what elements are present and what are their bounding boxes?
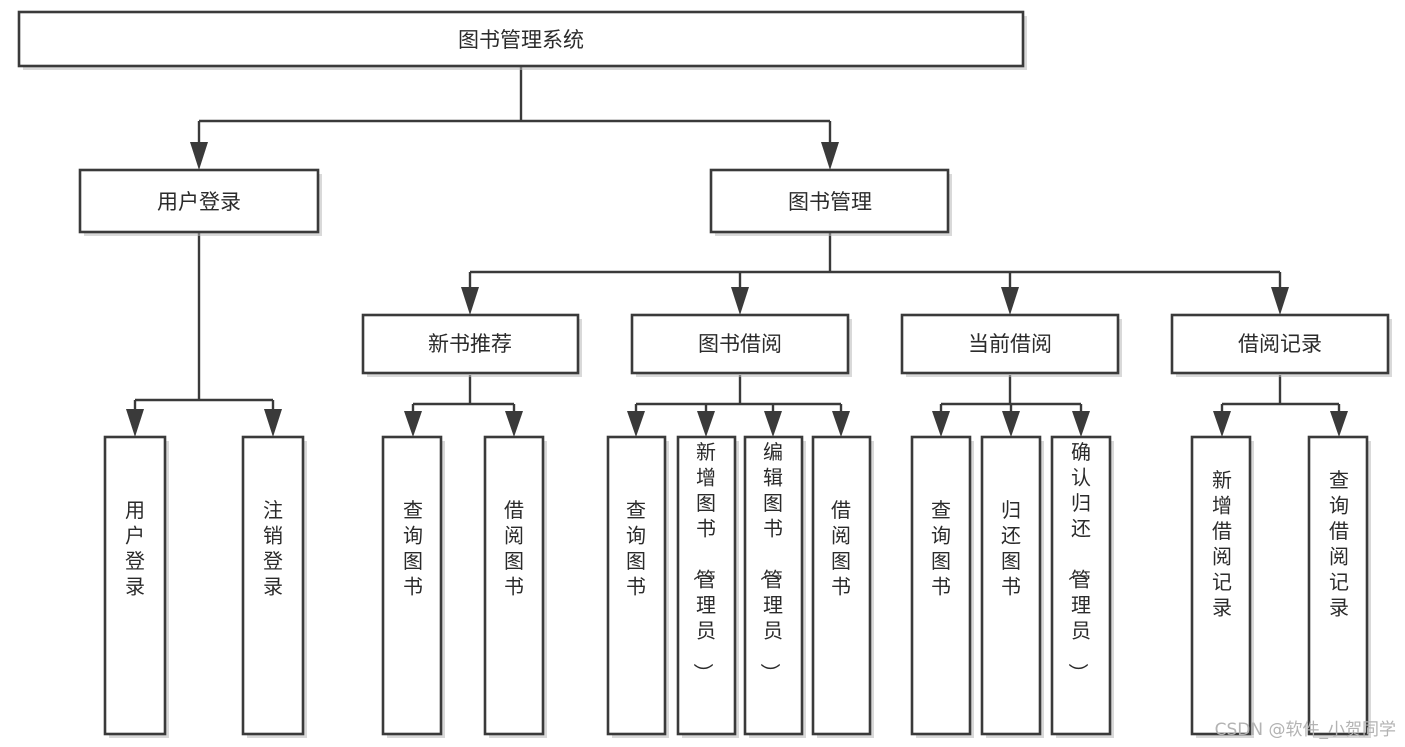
node-book-borrow-box	[630, 313, 850, 375]
arrow-head-leaf-user-logout	[264, 409, 282, 437]
leaf-query-record-box	[1307, 435, 1369, 736]
arrow-head-borrow-record	[1271, 287, 1289, 315]
arrow-head-book-borrow	[731, 287, 749, 315]
node-user-login-box	[78, 168, 320, 234]
node-borrow-record-box	[1170, 313, 1390, 375]
node-new-book-recommend[interactable]: 新书推荐	[361, 313, 582, 377]
arrow-head-current-borrow	[1001, 287, 1019, 315]
leaf-borrow-book-2-box	[811, 435, 872, 736]
leaf-add-record-box	[1190, 435, 1252, 736]
leaf-add-book[interactable]: 新增图书（管理员）	[676, 435, 739, 738]
node-borrow-record[interactable]: 借阅记录	[1170, 313, 1392, 377]
leaf-query-record[interactable]: 查询借阅记录	[1307, 435, 1371, 738]
node-user-login[interactable]: 用户登录	[78, 168, 322, 236]
leaf-confirm-return-label: 确认归还（管理员）	[1066, 440, 1091, 683]
arrow-head-leaf-user-login	[126, 409, 144, 437]
node-new-book-recommend-box	[361, 313, 580, 375]
leaf-user-login-label: 用户登录	[125, 498, 145, 599]
leaf-return-book-box	[980, 435, 1042, 736]
node-book-borrow[interactable]: 图书借阅	[630, 313, 852, 377]
node-user-login-label: 用户登录	[157, 190, 241, 214]
leaf-edit-book[interactable]: 编辑图书（管理员）	[743, 435, 806, 738]
arrow-head-leaf-add-record	[1213, 411, 1231, 437]
leaf-user-logout[interactable]: 注销登录	[241, 435, 307, 738]
leaf-confirm-return[interactable]: 确认归还（管理员）	[1050, 435, 1114, 738]
node-new-book-recommend-label: 新书推荐	[428, 332, 512, 356]
leaf-borrow-book-1[interactable]: 借阅图书	[483, 435, 547, 738]
leaf-query-book-2[interactable]: 查询图书	[606, 435, 669, 738]
leaf-query-book-1[interactable]: 查询图书	[381, 435, 445, 738]
arrow-head-leaf-borrow-book-2	[832, 411, 850, 437]
leaf-borrow-book-2[interactable]: 借阅图书	[811, 435, 874, 738]
node-root[interactable]: 图书管理系统	[17, 10, 1027, 70]
leaf-query-book-2-label: 查询图书	[626, 498, 646, 599]
leaf-add-book-label: 新增图书（管理员）	[691, 440, 716, 683]
arrow-head-leaf-return-book	[1002, 411, 1020, 437]
leaf-edit-book-label: 编辑图书（管理员）	[758, 440, 783, 683]
arrow-head-leaf-edit-book	[764, 411, 782, 437]
leaf-borrow-book-1-box	[483, 435, 545, 736]
arrow-head-leaf-query-record	[1330, 411, 1348, 437]
node-root-label: 图书管理系统	[458, 28, 584, 52]
node-current-borrow[interactable]: 当前借阅	[900, 313, 1122, 377]
arrow-head-leaf-query-book-1	[404, 411, 422, 437]
leaf-query-book-3-label: 查询图书	[931, 498, 951, 599]
leaf-borrow-book-1-label: 借阅图书	[504, 498, 524, 599]
node-book-management-box	[709, 168, 950, 234]
node-current-borrow-box	[900, 313, 1120, 375]
leaf-query-record-label: 查询借阅记录	[1329, 468, 1349, 620]
connector-layer	[126, 66, 1348, 437]
watermark-text: CSDN @软件_小贺同学	[1215, 720, 1396, 740]
arrow-head-user-login	[190, 142, 208, 170]
node-book-management-label: 图书管理	[788, 190, 872, 214]
leaf-query-book-1-box	[381, 435, 443, 736]
leaf-edit-book-box	[743, 435, 804, 736]
leaf-query-book-3[interactable]: 查询图书	[910, 435, 974, 738]
leaf-query-book-1-label: 查询图书	[403, 498, 423, 599]
leaf-user-login-box	[103, 435, 167, 736]
leaf-borrow-book-2-label: 借阅图书	[831, 498, 851, 599]
arrow-head-book-management	[821, 142, 839, 170]
leaf-user-logout-box	[241, 435, 305, 736]
node-borrow-record-label: 借阅记录	[1238, 332, 1322, 356]
node-root-box	[17, 10, 1025, 68]
leaf-add-record[interactable]: 新增借阅记录	[1190, 435, 1254, 738]
leaf-return-book[interactable]: 归还图书	[980, 435, 1044, 738]
leaf-add-record-label: 新增借阅记录	[1212, 468, 1232, 620]
node-current-borrow-label: 当前借阅	[968, 332, 1052, 356]
arrow-head-leaf-confirm-return	[1072, 411, 1090, 437]
leaf-return-book-label: 归还图书	[1001, 498, 1021, 599]
node-book-management[interactable]: 图书管理	[709, 168, 952, 236]
leaf-query-book-2-box	[606, 435, 667, 736]
leaf-query-book-3-box	[910, 435, 972, 736]
node-book-borrow-label: 图书借阅	[698, 332, 782, 356]
leaf-confirm-return-box	[1050, 435, 1112, 736]
arrow-head-leaf-query-book-2	[627, 411, 645, 437]
leaf-add-book-box	[676, 435, 737, 736]
arrow-head-leaf-borrow-book-1	[505, 411, 523, 437]
arrow-head-leaf-query-book-3	[932, 411, 950, 437]
arrow-head-new-book-recommend	[461, 287, 479, 315]
leaf-user-login[interactable]: 用户登录	[103, 435, 169, 738]
leaf-user-logout-label: 注销登录	[263, 498, 283, 599]
arrow-head-leaf-add-book	[697, 411, 715, 437]
